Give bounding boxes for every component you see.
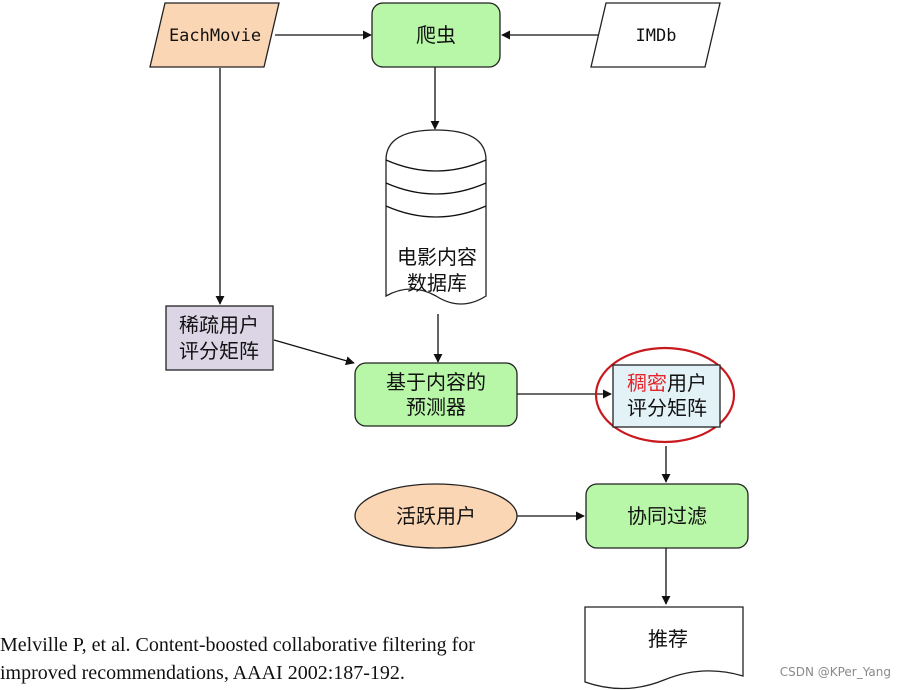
edges xyxy=(215,30,671,605)
node-content-predictor: 基于内容的 预测器 xyxy=(354,362,518,427)
node-movie-database: 电影内容 数据库 xyxy=(385,129,487,305)
dense-highlight-text: 稠密 xyxy=(627,371,667,395)
node-movie-database-label-line1: 电影内容 xyxy=(397,245,477,269)
node-sparse-matrix: 稀疏用户 评分矩阵 xyxy=(165,305,274,371)
node-active-user: 活跃用户 xyxy=(354,483,518,549)
citation-line1: Melville P, et al. Content-boosted colla… xyxy=(0,634,475,656)
node-imdb: IMDb xyxy=(590,2,721,68)
node-dense-matrix-label-line1: 稠密用户 xyxy=(627,371,707,395)
citation-line2: improved recommendations, AAAI 2002:187-… xyxy=(0,662,405,684)
node-eachmovie-label: EachMovie xyxy=(169,26,261,46)
node-eachmovie: EachMovie xyxy=(149,2,280,68)
node-active-user-label: 活跃用户 xyxy=(396,504,476,528)
node-sparse-matrix-label-line2: 评分矩阵 xyxy=(179,339,259,363)
node-collab-filter-label: 协同过滤 xyxy=(627,504,707,528)
node-dense-matrix: 稠密用户 评分矩阵 xyxy=(594,346,736,444)
node-recommend: 推荐 xyxy=(584,606,744,690)
citation: Melville P, et al. Content-boosted colla… xyxy=(0,631,600,687)
watermark: CSDN @KPer_Yang xyxy=(779,665,891,679)
node-movie-database-label-line2: 数据库 xyxy=(407,271,467,295)
edge-sparse-to-predictor xyxy=(273,339,355,366)
highlight-ring xyxy=(594,346,736,444)
node-crawler: 爬虫 xyxy=(371,2,501,68)
node-dense-matrix-label-line2: 评分矩阵 xyxy=(627,396,707,420)
node-sparse-matrix-label-line1: 稀疏用户 xyxy=(179,313,259,337)
node-content-predictor-label-line2: 预测器 xyxy=(406,395,466,419)
node-imdb-label: IMDb xyxy=(636,26,677,46)
node-collab-filter: 协同过滤 xyxy=(585,483,749,549)
node-recommend-label: 推荐 xyxy=(648,627,688,651)
dense-rest-text: 用户 xyxy=(667,371,707,395)
node-crawler-label: 爬虫 xyxy=(416,23,456,47)
node-content-predictor-label-line1: 基于内容的 xyxy=(386,370,486,394)
